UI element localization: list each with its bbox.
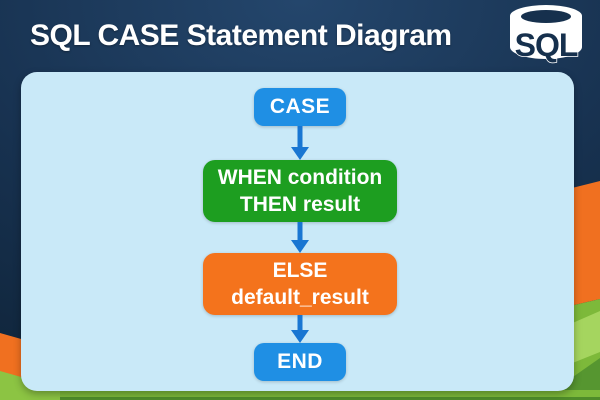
arrow-down-icon xyxy=(291,222,309,253)
node-case: CASE xyxy=(254,88,346,126)
node-when-line2: THEN result xyxy=(239,193,361,216)
node-case-label: CASE xyxy=(269,95,331,118)
arrow-down-icon xyxy=(291,315,309,343)
accent-green-bottom-line xyxy=(0,397,600,400)
page-title: SQL CASE Statement Diagram xyxy=(30,19,452,52)
node-else: ELSE default_result xyxy=(203,253,397,315)
sql-icon-label: SQL xyxy=(515,27,578,63)
arrow-down-icon xyxy=(291,126,309,160)
flowchart: CASE WHEN condition THEN result ELSE def… xyxy=(0,72,600,381)
node-else-line2: default_result xyxy=(231,286,369,309)
sql-database-icon: SQL xyxy=(510,5,582,64)
node-end-label: END xyxy=(277,350,323,373)
database-cylinder-body xyxy=(510,16,582,59)
node-when-then: WHEN condition THEN result xyxy=(203,160,397,222)
accent-green-bottom-strip xyxy=(0,390,600,400)
node-else-line1: ELSE xyxy=(272,259,328,282)
node-end: END xyxy=(254,343,346,381)
database-cylinder-top-hole xyxy=(521,10,571,23)
node-when-line1: WHEN condition xyxy=(217,166,383,189)
